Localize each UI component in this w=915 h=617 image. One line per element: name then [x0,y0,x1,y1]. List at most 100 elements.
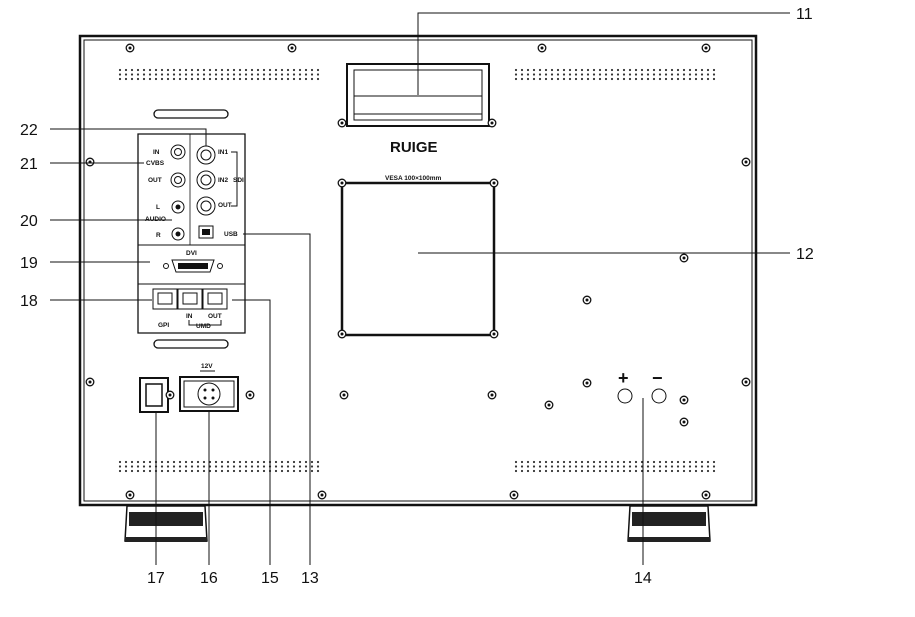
vent-hole [178,77,182,81]
vent-hole [550,73,554,76]
vent-hole [556,469,560,473]
vent-hole [166,73,170,76]
vent-hole [280,68,284,72]
callout-13: 13 [301,570,319,587]
vent-hole [526,77,530,81]
vent-hole [526,73,530,76]
vent-hole [256,460,260,464]
vent-hole [232,460,236,464]
minus-sign: − [652,368,663,388]
vent-hole [538,460,542,464]
screw [701,43,711,53]
vent-hole [172,73,176,76]
vent-hole [712,469,716,473]
vent-hole [232,77,236,81]
vent-hole [604,465,608,468]
vent-hole [658,469,662,473]
vent-hole [652,460,656,464]
vent-hole [514,73,518,76]
vent-hole [148,77,152,81]
vent-hole [580,68,584,72]
callout-14: 14 [634,570,652,587]
callout-19: 19 [20,255,38,272]
vent-hole [298,460,302,464]
vent-hole [676,73,680,76]
vent-hole [292,469,296,473]
vent-hole [238,77,242,81]
screw [741,377,751,387]
vent-hole [226,77,230,81]
vent-hole [244,460,248,464]
vent-hole [574,77,578,81]
upper-slot [153,109,229,119]
vent-hole [550,469,554,473]
negative-terminal [651,388,667,404]
vent-hole [274,460,278,464]
vent-hole [652,77,656,81]
vent-hole [688,465,692,468]
vent-hole [292,77,296,81]
vent-hole [130,77,134,81]
vent-hole [688,73,692,76]
vent-hole [178,469,182,473]
vent-hole [532,469,536,473]
vent-hole [142,68,146,72]
vent-hole [232,469,236,473]
vent-hole [148,469,152,473]
vent-hole [160,460,164,464]
callout-22: 22 [20,122,38,139]
vent-hole [286,68,290,72]
vent-hole [622,77,626,81]
vent-hole [232,68,236,72]
vent-hole [670,77,674,81]
vent-hole [652,469,656,473]
vent-hole [292,68,296,72]
io-panel [137,133,246,334]
vent-hole [196,77,200,81]
vent-hole [184,465,188,468]
vent-hole [604,73,608,76]
vent-hole [592,77,596,81]
usb-port [198,225,214,239]
vent-hole [238,73,242,76]
vent-hole [592,465,596,468]
vent-hole [592,469,596,473]
screw [679,417,689,427]
vent-hole [226,68,230,72]
vent-hole [604,77,608,81]
ventilation-holes [118,68,716,473]
vent-hole [664,77,668,81]
vent-hole [562,460,566,464]
vent-hole [532,73,536,76]
vent-hole [562,469,566,473]
lower-slot [153,339,229,349]
vent-hole [628,465,632,468]
vent-hole [118,68,122,72]
vent-hole [598,460,602,464]
vent-hole [676,465,680,468]
right-foot [627,505,711,542]
vent-hole [178,68,182,72]
vent-hole [574,73,578,76]
vent-hole [604,68,608,72]
vent-hole [202,77,206,81]
vent-hole [220,469,224,473]
vent-hole [670,68,674,72]
vent-hole [664,465,668,468]
vent-hole [610,469,614,473]
callout-11: 11 [796,6,813,23]
vent-hole [310,469,314,473]
vent-hole [136,465,140,468]
vent-hole [196,469,200,473]
vent-hole [196,460,200,464]
vent-hole [250,73,254,76]
vent-hole [694,77,698,81]
vent-hole [124,68,128,72]
vent-hole [274,465,278,468]
vent-hole [586,77,590,81]
vent-hole [166,465,170,468]
vent-hole [142,465,146,468]
vent-hole [214,465,218,468]
vent-hole [628,77,632,81]
vent-hole [616,465,620,468]
